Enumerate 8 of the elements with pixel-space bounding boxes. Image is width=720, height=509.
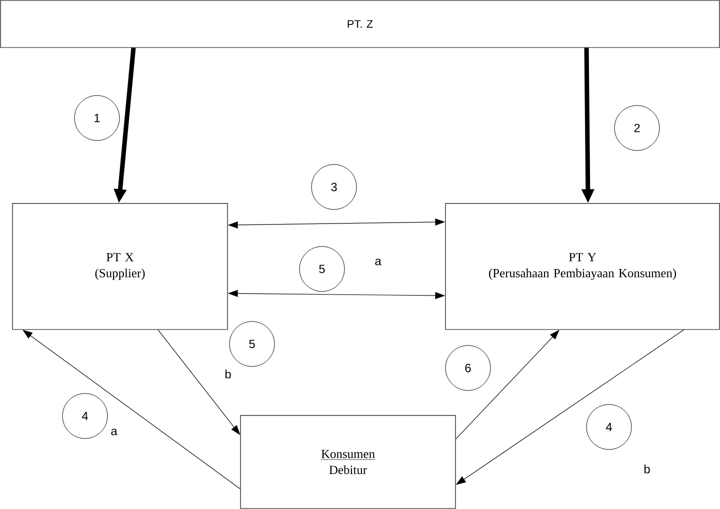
letter-label: a xyxy=(370,254,386,270)
entity-box: PT Y (Perusahaan Pembiayaan Konsumen) xyxy=(445,203,720,330)
entity-box: Konsumen Debitur xyxy=(240,415,456,509)
letter-label: a xyxy=(106,424,122,440)
company-bar: PT. Z xyxy=(0,0,720,48)
entity-box: PT X (Supplier) xyxy=(12,203,228,330)
letter-label: b xyxy=(640,460,654,478)
letter-label: b xyxy=(220,366,236,382)
